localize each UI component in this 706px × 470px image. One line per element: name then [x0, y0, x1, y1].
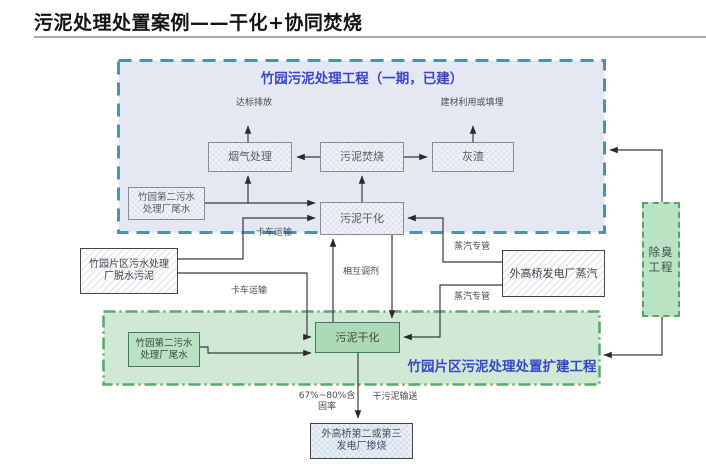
dewatered-sludge-box: 竹园片区污水处理 厂脱水污泥: [80, 248, 178, 294]
sludge-drying-phase2-box: 污泥干化: [315, 322, 400, 353]
label-material-reuse: 建材利用或填埋: [440, 98, 504, 108]
label-dry-sludge-transport: 干污泥输送: [372, 392, 418, 402]
deodorization-box: 除臭 工程: [642, 202, 680, 317]
sludge-drying-phase1-box: 污泥干化: [320, 202, 404, 235]
label-steam-pipe-1: 蒸汽专管: [453, 242, 490, 252]
label-discharge: 达标排放: [235, 98, 272, 108]
ash-box: 灰渣: [432, 142, 514, 172]
label-solid-content: 67%~80%含 固率: [298, 391, 356, 412]
label-truck-transport-2: 卡车运输: [230, 286, 267, 296]
tailwater-phase2-box: 竹园第二污水 处理厂尾水: [128, 332, 200, 367]
cofiring-box: 外高桥第二或第三 发电厂掺烧: [310, 423, 413, 459]
sludge-incineration-box: 污泥焚烧: [320, 142, 404, 172]
flue-gas-treatment-box: 烟气处理: [208, 142, 292, 172]
power-plant-steam-box: 外高桥发电厂蒸汽: [502, 250, 605, 297]
label-mutual-adjust: 相互调剂: [342, 267, 379, 277]
tailwater-phase1-box: 竹园第二污水 处理厂尾水: [128, 187, 205, 220]
page-title: 污泥处理处置案例——干化+协同焚烧: [34, 12, 363, 34]
label-steam-pipe-2: 蒸汽专管: [453, 292, 490, 302]
title-underline: [34, 36, 706, 38]
phase2-region-title: 竹园片区污泥处理处置扩建工程: [407, 359, 597, 375]
label-truck-transport-1: 卡车运输: [255, 228, 292, 238]
phase1-region-title: 竹园污泥处理工程（一期，已建）: [260, 71, 464, 87]
